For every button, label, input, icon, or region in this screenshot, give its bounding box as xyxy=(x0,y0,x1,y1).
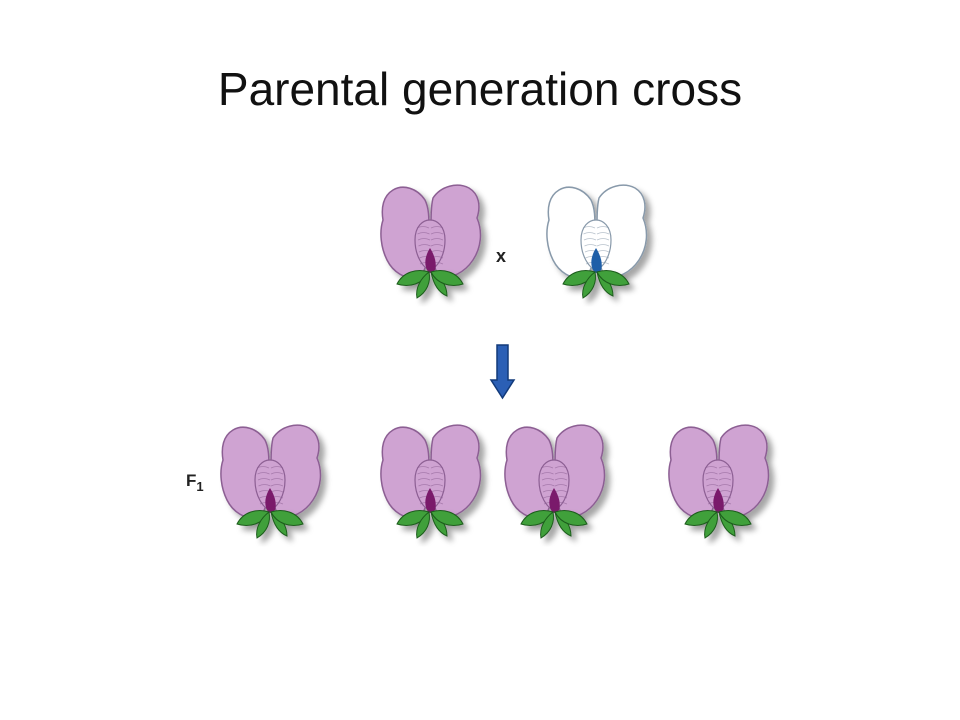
flower-center xyxy=(591,248,602,273)
parent-generation xyxy=(380,184,648,299)
f1-offspring-flower xyxy=(220,424,322,539)
down-arrow-icon xyxy=(489,344,516,400)
flower-center xyxy=(425,248,436,273)
f1-offspring-flower xyxy=(504,424,606,539)
flower-center xyxy=(713,488,724,513)
white-parent-flower xyxy=(546,184,648,299)
leaves xyxy=(562,270,630,299)
flower-center xyxy=(265,488,276,513)
leaves xyxy=(236,510,304,539)
f1-offspring-flower xyxy=(668,424,770,539)
leaves xyxy=(396,270,464,299)
leaves xyxy=(684,510,752,539)
leaves xyxy=(520,510,588,539)
flower-center xyxy=(549,488,560,513)
purple-parent-flower xyxy=(380,184,482,299)
leaves xyxy=(396,510,464,539)
slide-title: Parental generation cross xyxy=(217,63,743,115)
flower-center xyxy=(425,488,436,513)
f1-generation xyxy=(220,424,770,539)
cross-symbol: x xyxy=(496,246,506,266)
f1-offspring-flower xyxy=(380,424,482,539)
offspring-generation-label: F1 xyxy=(186,471,204,494)
